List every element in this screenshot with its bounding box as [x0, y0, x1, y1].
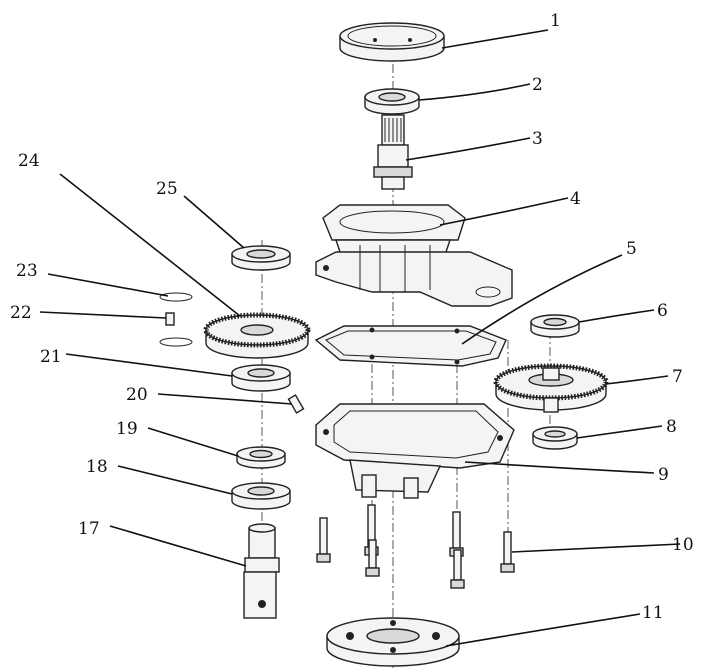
part-circlips [159, 292, 193, 347]
part-cap-ring [339, 22, 445, 62]
callout-4: 4 [570, 189, 581, 209]
callout-19: 19 [116, 419, 138, 439]
part-right-upper-bearing [530, 314, 580, 338]
callout-25: 25 [156, 179, 178, 199]
callout-1: 1 [550, 11, 561, 31]
callout-5: 5 [626, 239, 637, 259]
callout-22: 22 [10, 303, 32, 323]
part-left-gear [203, 312, 311, 359]
part-upper-left-bearing [231, 245, 291, 271]
callout-2: 2 [532, 75, 543, 95]
leader-lines [39, 29, 681, 647]
part-base-flange [326, 617, 460, 667]
part-bolts [316, 504, 515, 589]
part-right-lower-bearing [532, 426, 578, 450]
callout-18: 18 [86, 457, 108, 477]
part-upper-housing [315, 204, 513, 307]
callout-7: 7 [672, 367, 683, 387]
callout-21: 21 [40, 347, 62, 367]
part-pin [287, 394, 305, 414]
callout-9: 9 [658, 465, 669, 485]
part-lower-left-bearing [231, 482, 291, 510]
callout-8: 8 [666, 417, 677, 437]
callout-17: 17 [78, 519, 100, 539]
callout-labels: 1 2 3 4 5 6 7 8 9 10 11 17 18 19 20 21 2… [10, 11, 694, 623]
callout-11: 11 [642, 603, 664, 623]
callout-3: 3 [532, 129, 543, 149]
part-right-gear [493, 363, 609, 413]
part-middle-left-bearing [231, 364, 291, 392]
part-top-bearing [364, 88, 420, 115]
callout-23: 23 [16, 261, 38, 281]
part-input-shaft [373, 114, 413, 190]
part-lower-housing [315, 403, 515, 499]
callout-6: 6 [657, 301, 668, 321]
callout-24: 24 [18, 151, 40, 171]
part-output-shaft [243, 523, 280, 619]
callout-20: 20 [126, 385, 148, 405]
callout-10: 10 [672, 535, 694, 555]
part-seal [236, 446, 286, 469]
part-gasket [314, 325, 507, 367]
